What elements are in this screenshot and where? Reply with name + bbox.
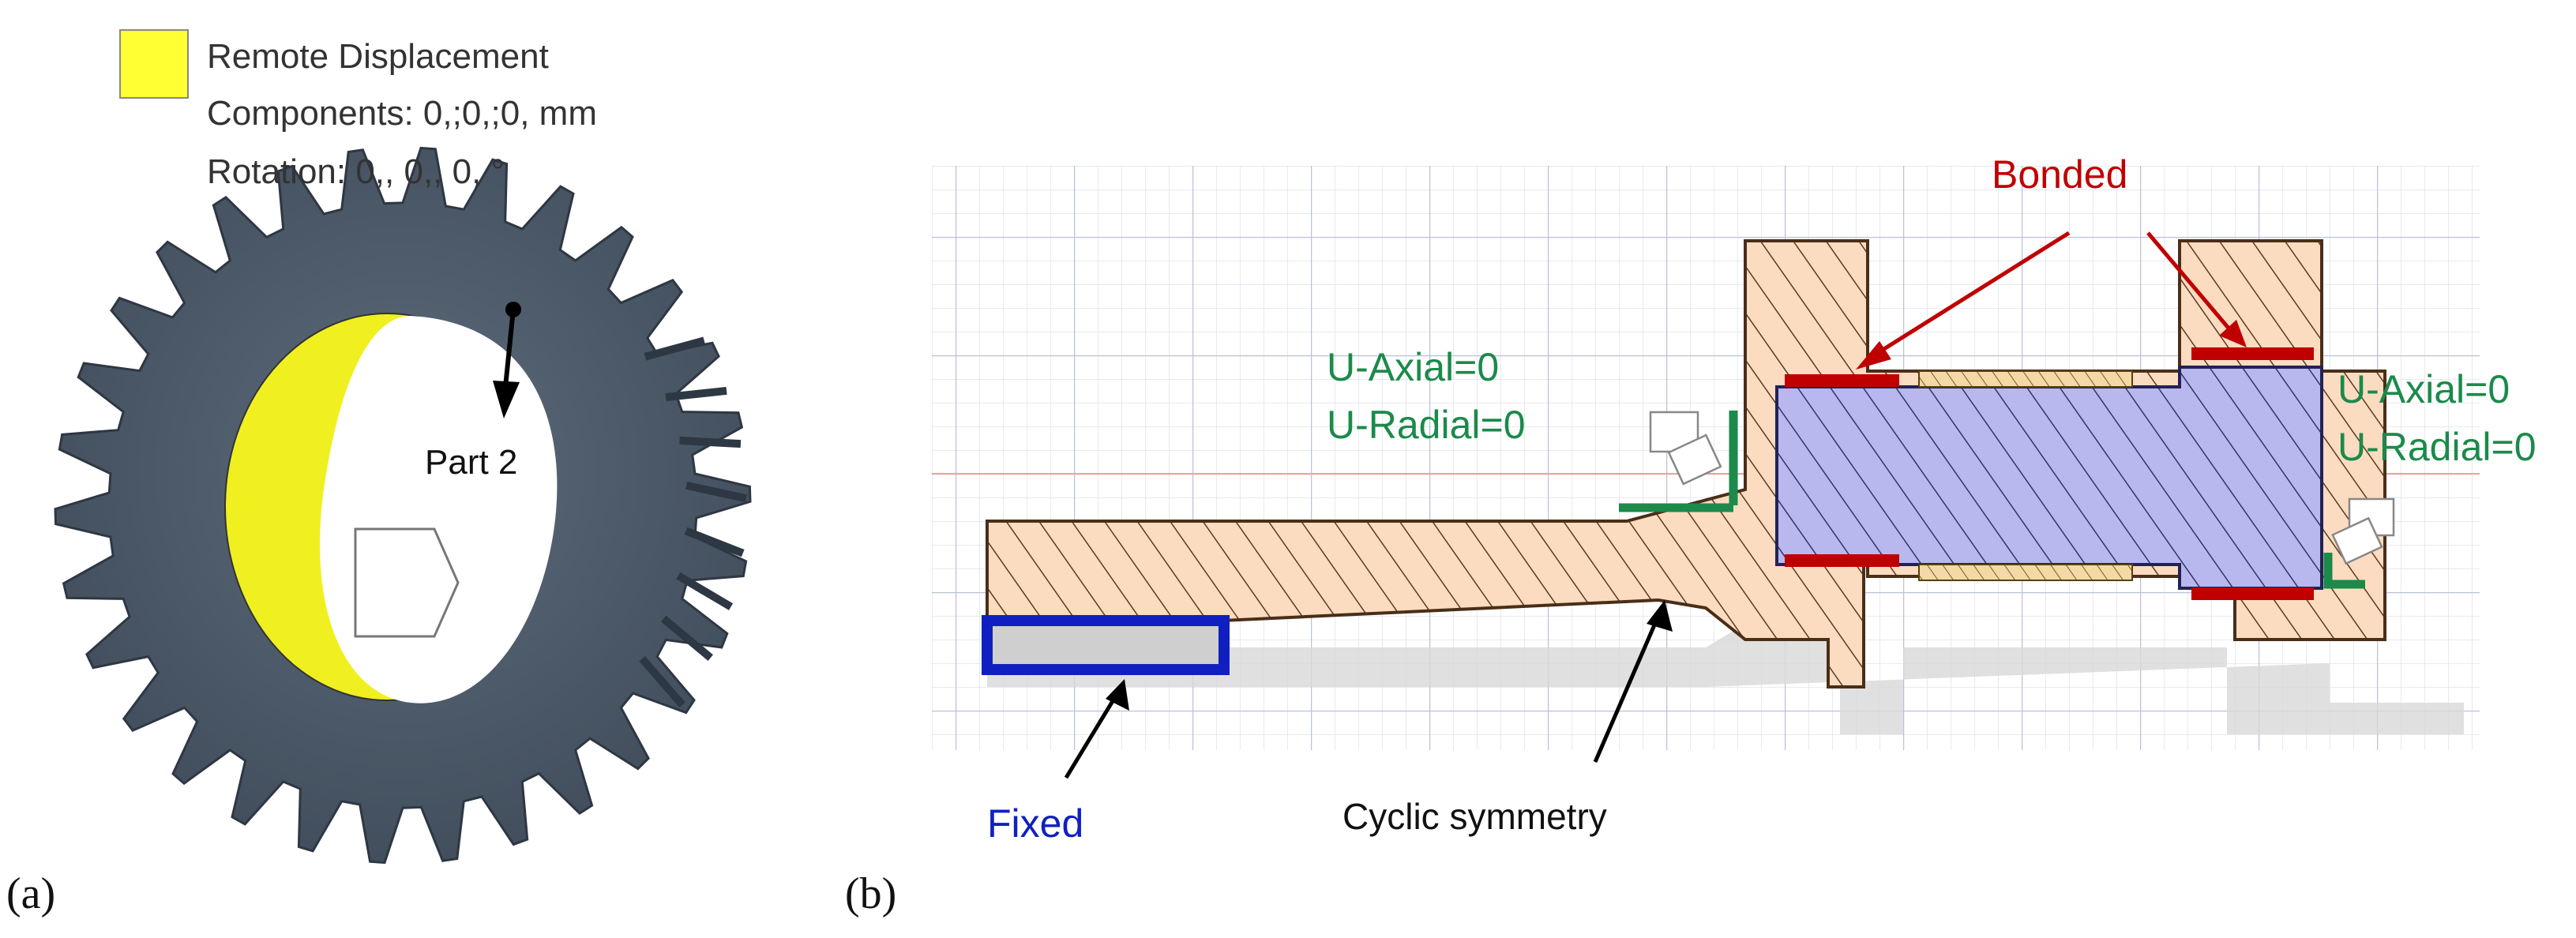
panel-b: Bonded U-Axial=0 U-Radial=0 U-Axial=0 U-… (837, 0, 2576, 934)
tooth-shade-line (644, 336, 706, 361)
gear: Part 2 (54, 146, 752, 865)
left-constraint-line2: U-Radial=0 (1327, 403, 1526, 447)
support-glyph-right (2331, 497, 2395, 565)
part-shadow (987, 600, 2464, 734)
roller-top (1918, 370, 2133, 388)
panel-b-label: (b) (845, 869, 896, 918)
fixed-support-box (982, 615, 1230, 675)
tooth-shading (639, 336, 747, 708)
support-glyph-left (1649, 411, 1722, 486)
tooth-shade-line (660, 615, 713, 661)
fixed-label: Fixed (987, 801, 1083, 846)
cross-section-figure: Bonded U-Axial=0 U-Radial=0 U-Axial=0 U-… (845, 152, 2537, 918)
part-label: Part 2 (425, 443, 517, 482)
bonded-arrow-2-shaft (2146, 231, 2236, 337)
tooth-shade-line (685, 481, 747, 503)
roller-bottom (1918, 564, 2133, 581)
tooth-shade-line (639, 655, 685, 708)
cyclic-arrow-shaft (1593, 615, 1661, 763)
displacement-constraints (1619, 411, 2365, 589)
bonded-arrow-1-head (1856, 341, 1891, 370)
legend-swatch (119, 29, 189, 99)
tooth-shade-line (665, 386, 727, 402)
legend-components: Components: 0,;0,;0, mm (207, 94, 597, 133)
right-constraint-line2: U-Radial=0 (2338, 425, 2537, 469)
cyclic-arrow-head (1647, 600, 1673, 632)
legend-title: Remote Displacement (207, 37, 549, 76)
fixed-arrow-shaft (1064, 692, 1120, 779)
bonded-arrow-2-head (2219, 320, 2247, 347)
bonded-contacts (1785, 347, 2314, 600)
remote-arrow-shaft (503, 309, 516, 388)
panel-a-label: (a) (6, 869, 55, 918)
cyclic-label: Cyclic symmetry (1342, 796, 1607, 837)
pin-part (1775, 366, 2323, 590)
legend-rotation: Rotation: 0,, 0,, 0, ° (207, 152, 505, 191)
tooth-shade-line (676, 572, 734, 610)
right-constraint-line1: U-Axial=0 (2338, 367, 2510, 411)
callout-arrows (1064, 231, 2247, 779)
fixed-arrow-head (1106, 679, 1129, 711)
bonded-label: Bonded (1992, 152, 2127, 197)
tooth-shade-line (684, 527, 745, 557)
left-constraint-line1: U-Axial=0 (1327, 345, 1499, 389)
remote-point-hexagon (354, 527, 460, 638)
tooth-shade-line (679, 436, 742, 448)
bonded-arrow-1-shaft (1866, 231, 2071, 362)
constraint-right (2323, 553, 2365, 589)
remote-arrow-head (493, 381, 520, 418)
panel-a: Part 2 Remote Displacement Components: 0… (0, 0, 869, 934)
gear-figure: Part 2 Remote Displacement Components: 0… (6, 29, 752, 918)
